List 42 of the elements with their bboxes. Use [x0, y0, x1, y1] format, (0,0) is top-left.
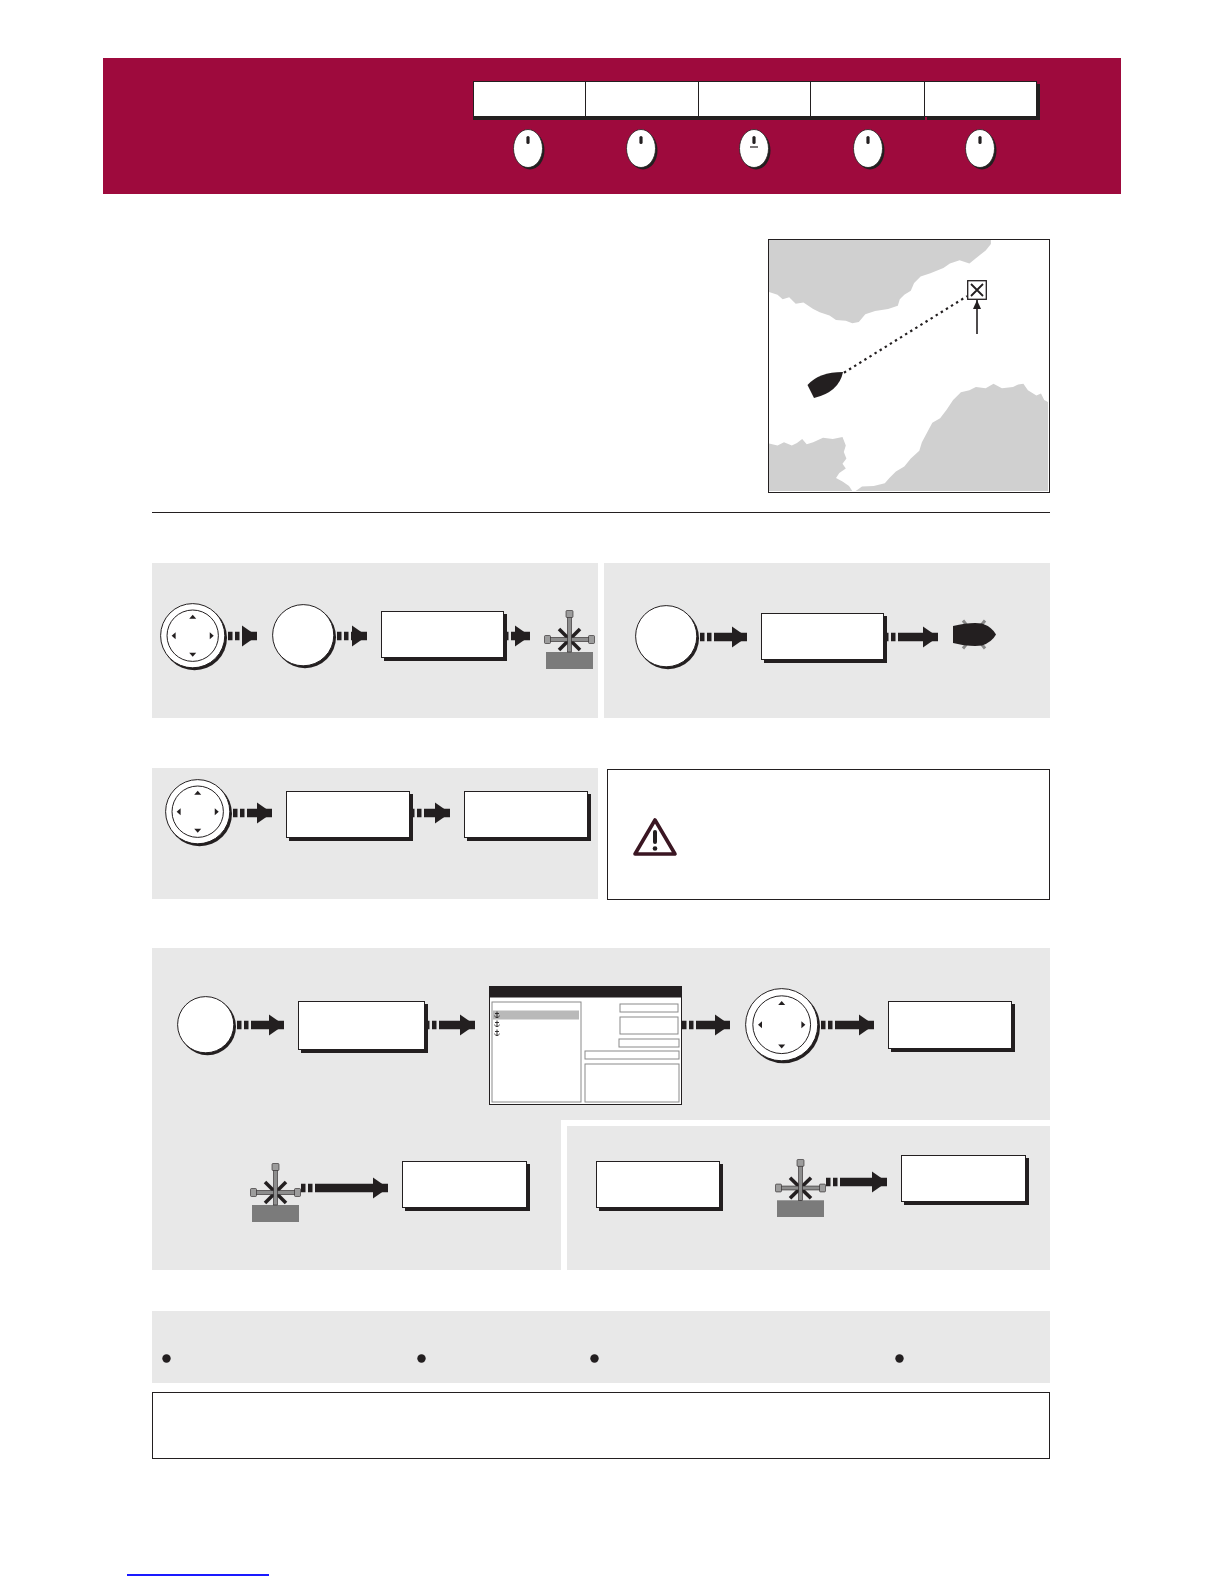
cursor-icon — [250, 1163, 301, 1222]
step-panel — [152, 768, 598, 899]
header-band — [103, 58, 1121, 194]
softkey-segment — [585, 81, 699, 117]
bullet-panel — [152, 1311, 1050, 1383]
step-panel — [604, 563, 1050, 718]
cross-marker-icon — [967, 280, 987, 300]
note-box — [152, 1392, 1050, 1459]
trackpad-icon — [744, 987, 821, 1064]
blank-box — [381, 611, 504, 658]
step-panel — [152, 948, 1050, 1270]
trackpad-icon — [164, 778, 233, 847]
cursor-icon — [775, 1159, 826, 1217]
blank-box — [402, 1161, 527, 1208]
blank-box — [464, 791, 588, 838]
note-box — [607, 769, 1050, 900]
blank-box — [298, 1001, 425, 1050]
blank-box — [596, 1161, 720, 1208]
round-button — [634, 604, 700, 670]
oval-key — [852, 128, 885, 170]
dotted-line — [843, 295, 968, 374]
blank-box — [888, 1001, 1012, 1049]
round-button — [271, 603, 337, 669]
leader-arrow — [973, 299, 981, 335]
oval-key — [964, 128, 997, 170]
blank-box — [286, 791, 410, 838]
softkey-segment — [473, 81, 586, 117]
softkey-segment — [924, 81, 1037, 117]
boat-icon — [952, 619, 997, 650]
screen-drawing — [489, 986, 682, 1105]
softkey-segment — [810, 81, 925, 117]
oval-key — [625, 128, 658, 170]
round-button — [176, 995, 237, 1056]
trackpad-icon — [159, 602, 228, 671]
softkey-segment — [698, 81, 811, 117]
oval-key — [738, 128, 771, 170]
step-panel — [152, 563, 598, 718]
boat-icon — [806, 370, 844, 399]
blank-box — [901, 1155, 1026, 1202]
blank-box — [761, 613, 884, 660]
oval-key — [512, 128, 545, 170]
cursor-icon — [544, 610, 595, 669]
